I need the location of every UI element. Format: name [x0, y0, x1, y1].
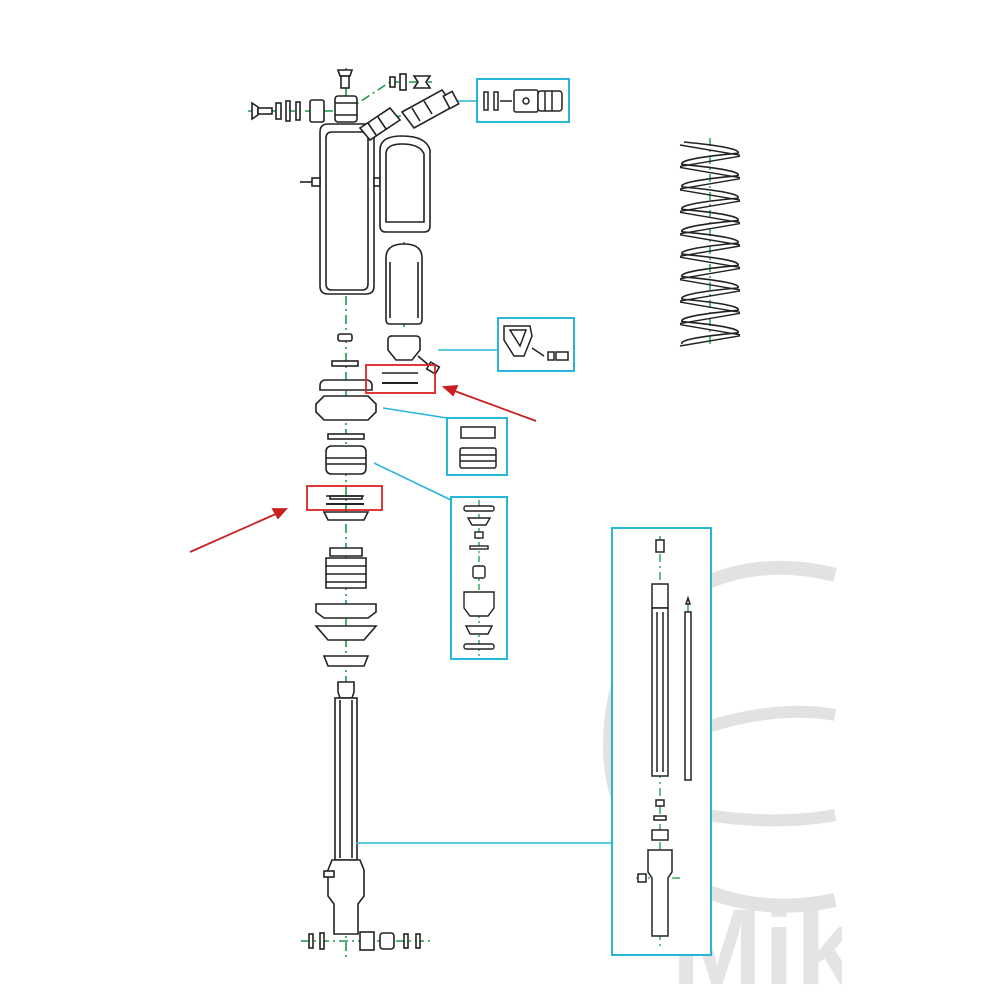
spring-coil-turn	[679, 234, 741, 246]
spring-coil-turn	[679, 267, 741, 280]
callout-lines	[356, 100, 612, 844]
spring-coil-turn	[679, 301, 741, 314]
spring-coil-turn	[679, 312, 741, 325]
spring-coil-turn	[679, 155, 741, 168]
spring-coil-turn	[679, 335, 741, 347]
internal-stack	[314, 333, 378, 667]
spring-coil-turn	[679, 177, 741, 190]
callout-piston-seal	[446, 417, 508, 476]
reservoir-icon	[379, 135, 441, 376]
spring-coil-turn	[679, 323, 741, 336]
callout-reservoir-cap-valve	[497, 317, 575, 372]
spring-coil-turn	[679, 200, 741, 213]
shock-body-icon	[251, 69, 460, 295]
highlight-upper-shim	[365, 364, 436, 394]
spring-coil-turn	[679, 290, 741, 302]
spring-coil-turn	[679, 256, 741, 269]
spring-icon	[679, 138, 741, 347]
spring-coil	[681, 141, 739, 345]
spring-coil-turn	[679, 189, 741, 201]
spring-coil-turn	[679, 222, 741, 235]
arrow-icon	[189, 384, 537, 553]
callout-piston-stack	[450, 496, 508, 660]
spring-coil-turn	[679, 211, 741, 224]
callout-top-adjuster-valve	[476, 78, 570, 123]
highlight-lower-shim	[306, 485, 383, 511]
damper-rod-icon	[308, 681, 421, 951]
spring-coil-turn	[679, 166, 741, 179]
spring-coil-turn	[679, 144, 741, 156]
spring-coil-turn	[679, 245, 741, 257]
spring-coil-turn	[679, 278, 741, 291]
callout-damper-rod-assembly	[611, 527, 712, 956]
